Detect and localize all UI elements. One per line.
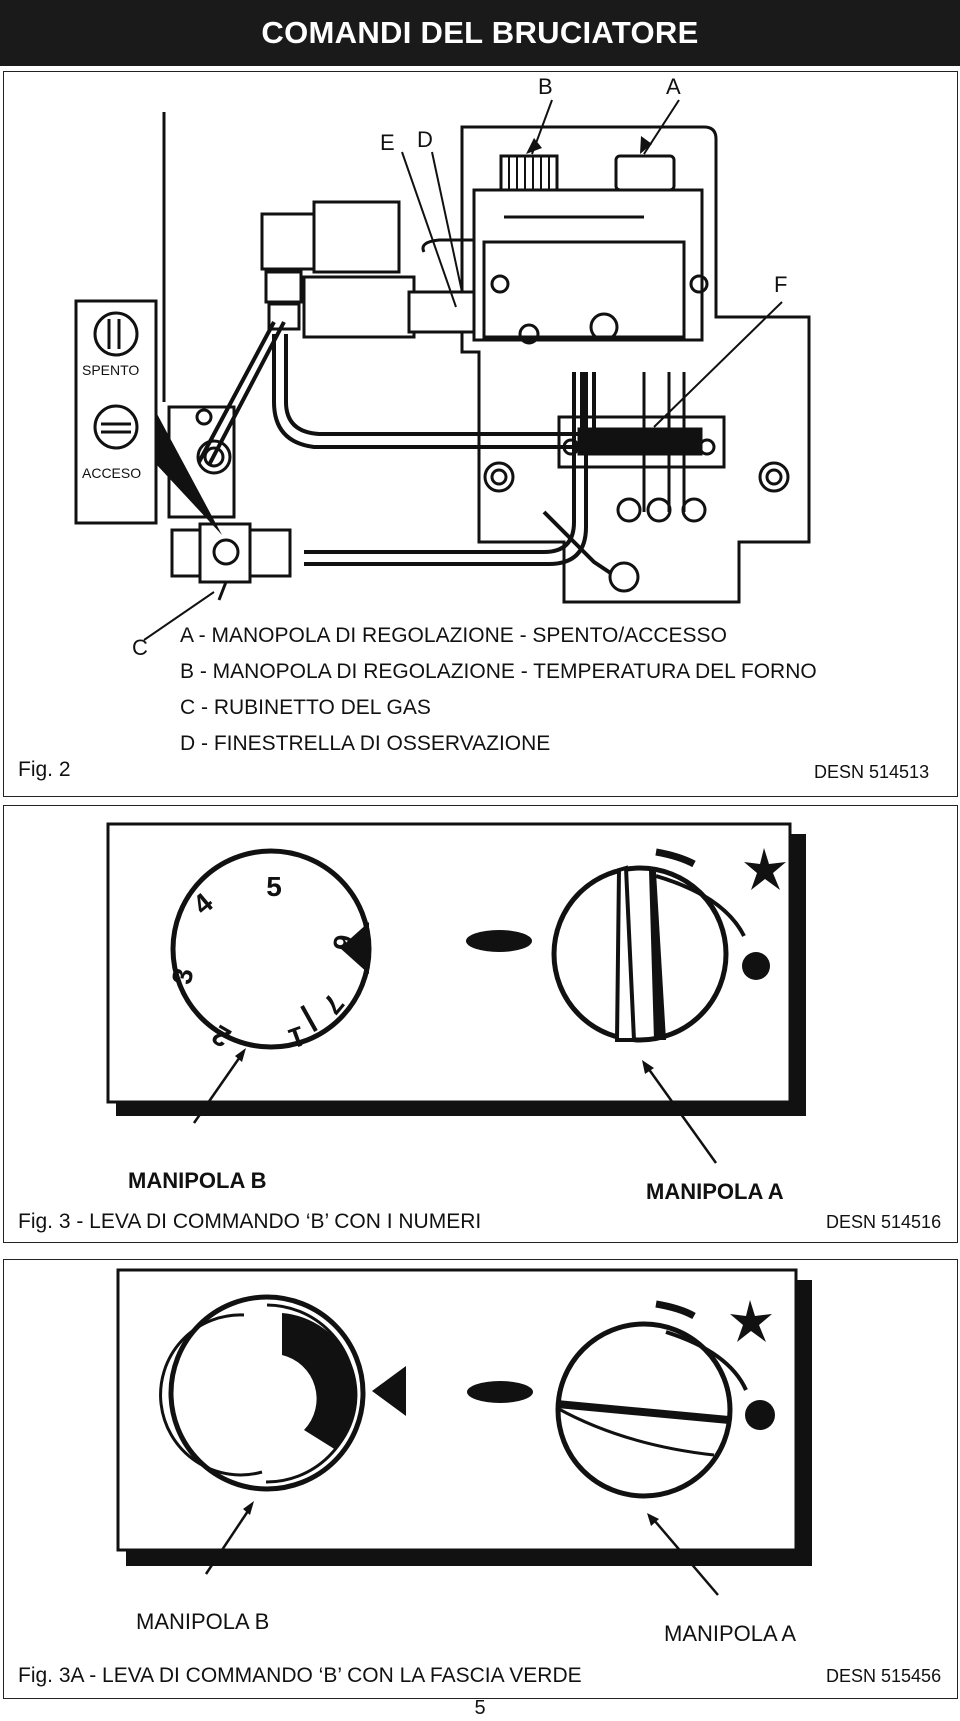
control-panel-numbers-drawing: 5 4 3 2 1 7 6 [106, 822, 806, 1164]
figure-2-panel: B A E D F C SPENTO ACCESO A - MANOPOLA D… [3, 71, 958, 797]
drawing-code: DESN 514513 [814, 762, 930, 782]
label-e: E [380, 130, 395, 155]
label-d: D [417, 127, 433, 152]
drawing-code: DESN 514516 [826, 1212, 942, 1232]
figure-caption: Fig. 3 - LEVA DI COMMANDO ‘B’ CON I NUME… [18, 1210, 482, 1233]
page-title: COMANDI DEL BRUCIATORE [0, 0, 960, 66]
drawing-code: DESN 515456 [826, 1666, 942, 1686]
legend-item: D - FINESTRELLA DI OSSERVAZIONE [180, 732, 551, 755]
page-number: 5 [474, 1697, 486, 1719]
knob-b-label: MANIPOLA B [128, 1168, 267, 1193]
knob-a-label: MANIPOLA A [646, 1179, 784, 1204]
legend-item: B - MANOPOLA DI REGOLAZIONE - TEMPERATUR… [180, 660, 817, 683]
legend-item: C - RUBINETTO DEL GAS [180, 696, 431, 719]
figure-caption: Fig. 3A - LEVA DI COMMANDO ‘B’ CON LA FA… [18, 1664, 582, 1687]
label-c: C [132, 635, 148, 660]
knob-b-label: MANIPOLA B [136, 1609, 270, 1634]
switch-on-label: ACCESO [82, 465, 142, 481]
switch-off-label: SPENTO [82, 362, 140, 378]
dial-number: 5 [266, 871, 282, 902]
figure-3a-panel: MANIPOLA B MANIPOLA A Fig. 3A - LEVA DI … [3, 1259, 958, 1699]
knob-a-label: MANIPOLA A [664, 1621, 797, 1646]
legend: A - MANOPOLA DI REGOLAZIONE - SPENTO/ACC… [180, 618, 817, 762]
label-b: B [538, 74, 553, 99]
dial-number: 3 [166, 966, 199, 987]
burner-assembly-drawing [74, 99, 811, 641]
label-a: A [666, 74, 681, 99]
legend-item: A - MANOPOLA DI REGOLAZIONE - SPENTO/ACC… [180, 624, 727, 647]
control-panel-band-drawing [116, 1268, 812, 1596]
figure-3-panel: 5 4 3 2 1 7 6 MANIPOLA B MANIPOLA A Fig.… [3, 805, 958, 1243]
label-f: F [774, 272, 788, 297]
figure-caption: Fig. 2 [18, 758, 71, 781]
